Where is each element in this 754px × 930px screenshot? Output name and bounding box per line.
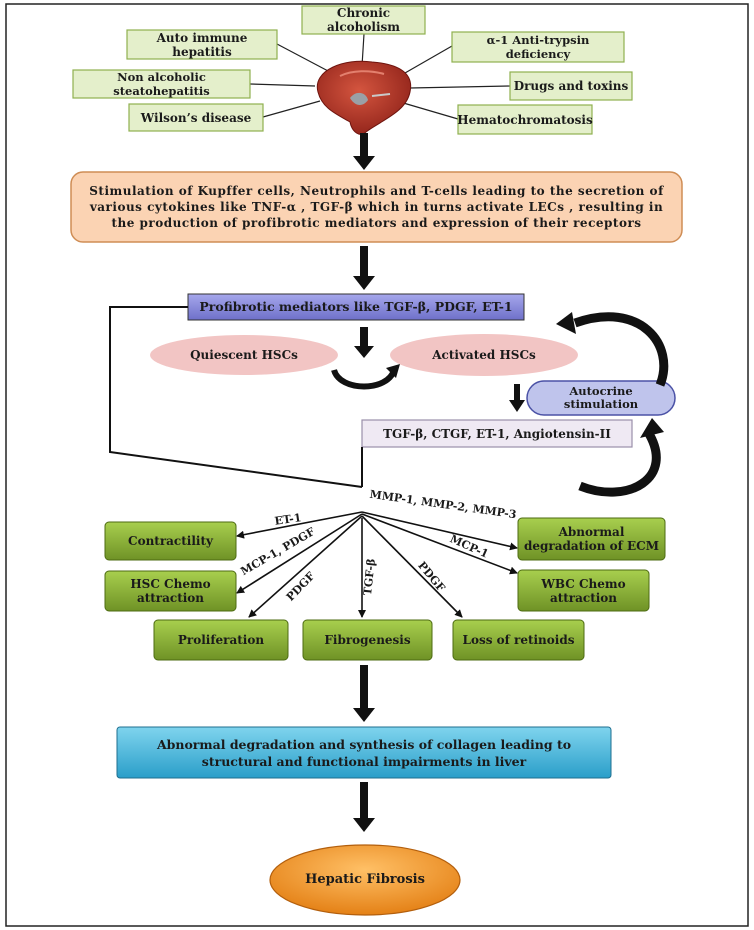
profibrotic-box-shape <box>187 293 525 321</box>
cause-wilsons-disease: Wilson’s disease <box>140 110 252 125</box>
down-arrows <box>353 133 525 832</box>
effect-hsc-chemo-attraction: HSC Chemo attraction <box>130 577 211 605</box>
cause-hematochromatosis: Hematochromatosis <box>457 112 593 127</box>
activation-curve <box>331 368 397 390</box>
effect-proliferation: Proliferation <box>177 633 265 647</box>
secreted-mediators-label: TGF-β, CTGF, ET-1, Angiotensin-II <box>383 426 611 441</box>
effect-abnormal-ecm-degradation: Abnormal degradation of ECM <box>523 525 659 553</box>
effect-arrows <box>236 511 518 618</box>
effect-boxes <box>104 517 666 661</box>
cause-nash: Non alcoholic steatohepatitis <box>113 70 210 98</box>
outcome-shape <box>269 844 461 916</box>
feedback-arrow-lower <box>578 429 661 497</box>
hepatic-fibrosis-outcome: Hepatic Fibrosis <box>305 872 425 887</box>
stimulation-text: Stimulation of Kupffer cells, Neutrophil… <box>89 184 664 230</box>
autocrine-shape <box>526 380 676 416</box>
liver-illustration <box>316 60 412 135</box>
quiescent-hsc-label: Quiescent HSCs <box>190 348 298 362</box>
cause-autoimmune-hepatitis: Auto immune hepatitis <box>156 30 248 59</box>
effect-contractility: Contractility <box>128 534 213 548</box>
quiescent-hsc-shape <box>150 335 338 375</box>
stimulation-box-shape <box>70 171 683 243</box>
left-connector <box>109 306 363 488</box>
activated-hsc-shape <box>390 334 578 376</box>
cause-chronic-alcoholism: Chronic alcoholism <box>327 6 400 34</box>
collagen-impairment-text: Abnormal degradation and synthesis of co… <box>156 736 572 769</box>
collagen-box-shape <box>116 726 612 779</box>
cause-alpha1-deficiency: α-1 Anti-trypsin deficiency <box>486 33 590 61</box>
cause-drugs-toxins: Drugs and toxins <box>513 79 629 93</box>
outer-frame <box>5 3 749 927</box>
effect-fibrogenesis: Fibrogenesis <box>324 633 411 647</box>
activated-hsc-label: Activated HSCs <box>432 348 536 362</box>
feedback-arrow-upper <box>573 312 669 387</box>
effect-wbc-chemo-attraction: WBC Chemo attraction <box>541 576 626 605</box>
autocrine-stimulation-label: Autocrine stimulation <box>563 384 639 411</box>
profibrotic-mediators-label: Profibrotic mediators like TGF-β, PDGF, … <box>199 299 513 314</box>
cause-connector-lines <box>249 33 511 120</box>
secreted-mediators-shape <box>361 419 633 448</box>
cause-boxes <box>72 5 633 135</box>
effect-loss-of-retinoids: Loss of retinoids <box>462 633 575 647</box>
